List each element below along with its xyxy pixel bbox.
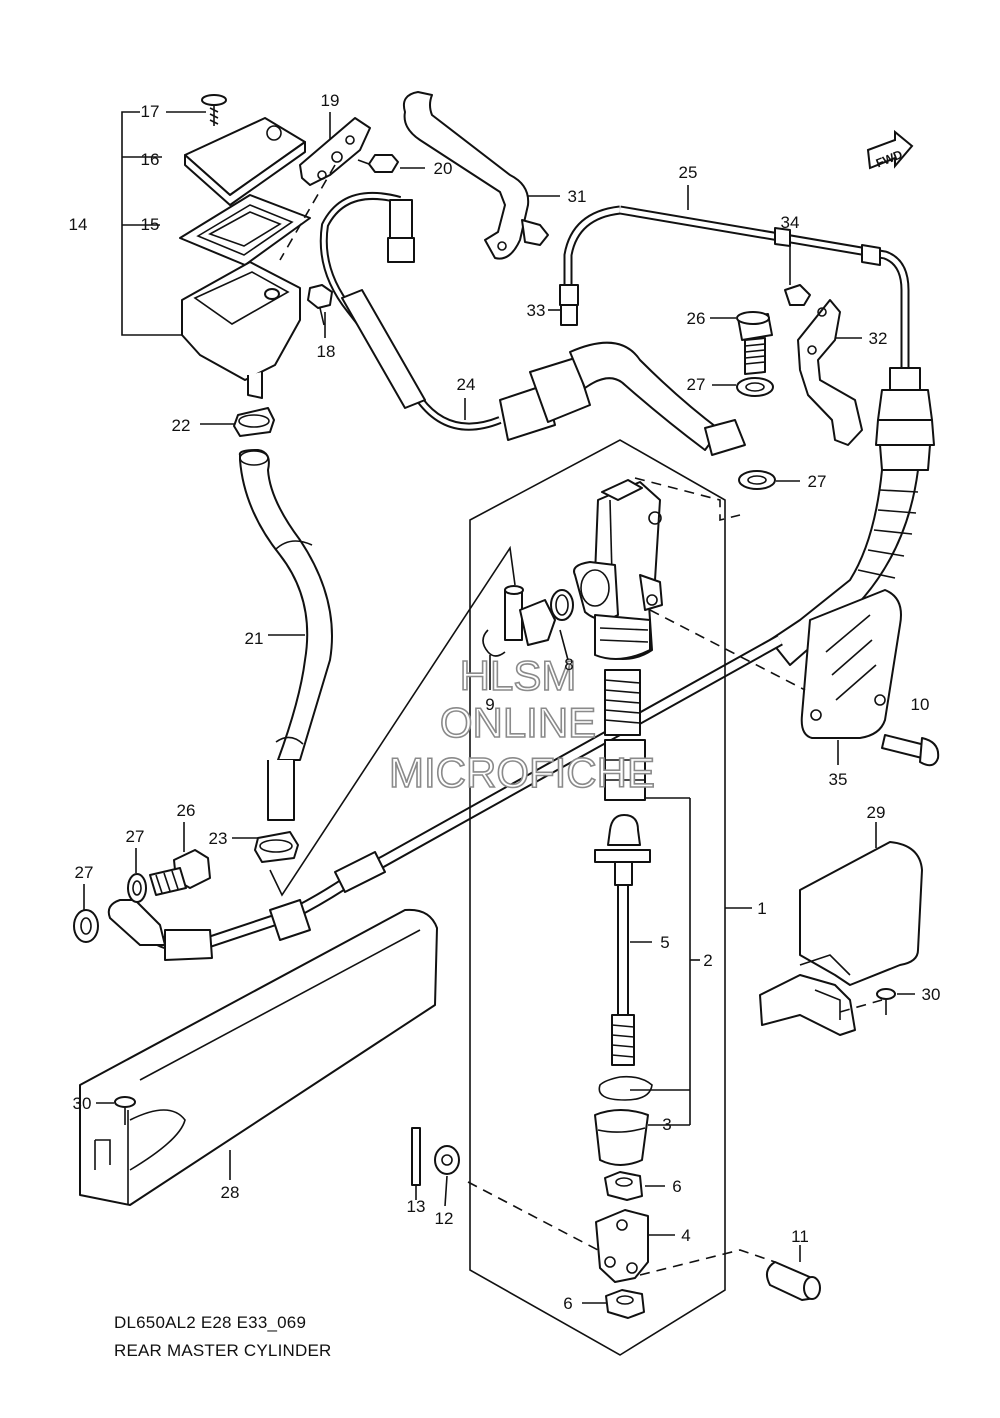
bracket-14 — [121, 111, 185, 336]
banjo-bolt-26-upper — [710, 311, 800, 490]
callout-6: 6 — [672, 1177, 681, 1196]
bracket-19 — [299, 117, 371, 186]
callout-26: 26 — [177, 801, 196, 820]
callout-6: 6 — [563, 1294, 572, 1313]
callout-29: 29 — [867, 803, 886, 822]
reservoir-hose-21 — [238, 449, 333, 761]
guard-29 — [759, 822, 923, 1036]
brake-hose-24 — [319, 191, 746, 456]
callout-9: 9 — [485, 695, 494, 714]
callout-16: 16 — [141, 150, 160, 169]
brake-pipe-25 — [107, 185, 940, 961]
callout-2: 2 — [703, 951, 712, 970]
callout-32: 32 — [869, 329, 888, 348]
callout-15: 15 — [141, 215, 160, 234]
callout-27: 27 — [126, 827, 145, 846]
callout-30: 30 — [73, 1094, 92, 1113]
callout-22: 22 — [172, 416, 191, 435]
bracket-2 — [630, 797, 691, 1125]
bracket-31 — [402, 91, 560, 260]
callout-14: 14 — [69, 215, 88, 234]
assembly-outline-1 — [469, 439, 726, 1356]
callout-5: 5 — [660, 933, 669, 952]
hose-clamp-23 — [254, 831, 299, 863]
callout-33: 33 — [527, 301, 546, 320]
reservoir-hose-group — [200, 407, 516, 897]
watermark-line-1: HLSM — [460, 652, 577, 699]
diaphragm-plate-15 — [179, 194, 311, 266]
callout-13: 13 — [407, 1197, 426, 1216]
watermark-line-2: ONLINE — [440, 699, 596, 746]
cover-28 — [79, 908, 438, 1206]
callout-21: 21 — [245, 629, 264, 648]
hose-clamp-22 — [233, 407, 275, 437]
callout-27: 27 — [75, 863, 94, 882]
watermark: HLSM ONLINE MICROFICHE — [388, 651, 656, 797]
callout-27: 27 — [687, 375, 706, 394]
callout-1: 1 — [757, 899, 766, 918]
callout-30: 30 — [922, 985, 941, 1004]
callout-4: 4 — [681, 1226, 690, 1245]
callout-28: 28 — [221, 1183, 240, 1202]
callout-12: 12 — [435, 1209, 454, 1228]
callout-8: 8 — [564, 655, 573, 674]
diagram-code: DL650AL2 E28 E33_069 — [114, 1313, 306, 1332]
callout-19: 19 — [321, 91, 340, 110]
callout-10: 10 — [911, 695, 930, 714]
callout-25: 25 — [679, 163, 698, 182]
watermark-line-3: MICROFICHE — [389, 749, 655, 796]
bolt-18 — [307, 284, 333, 326]
callout-3: 3 — [662, 1115, 671, 1134]
master-cylinder-assembly — [411, 439, 821, 1356]
callout-23: 23 — [209, 829, 228, 848]
bolt-20 — [357, 154, 399, 173]
callout-26: 26 — [687, 309, 706, 328]
callout-27: 27 — [808, 472, 827, 491]
diagram-title: REAR MASTER CYLINDER — [114, 1341, 331, 1360]
fwd-arrow-icon: FWD — [866, 129, 914, 170]
reservoir-assembly — [121, 94, 425, 399]
callout-11: 11 — [791, 1227, 809, 1246]
callout-35: 35 — [829, 770, 848, 789]
screw-17 — [201, 94, 227, 126]
callout-31: 31 — [568, 187, 587, 206]
callout-34: 34 — [781, 213, 800, 232]
callout-24: 24 — [457, 375, 476, 394]
callout-17: 17 — [141, 102, 160, 121]
pipe-33 — [548, 205, 621, 326]
banjo-bolt-26-lower — [73, 822, 211, 943]
callout-20: 20 — [434, 159, 453, 178]
callout-18: 18 — [317, 342, 336, 361]
reservoir-body — [181, 261, 301, 381]
